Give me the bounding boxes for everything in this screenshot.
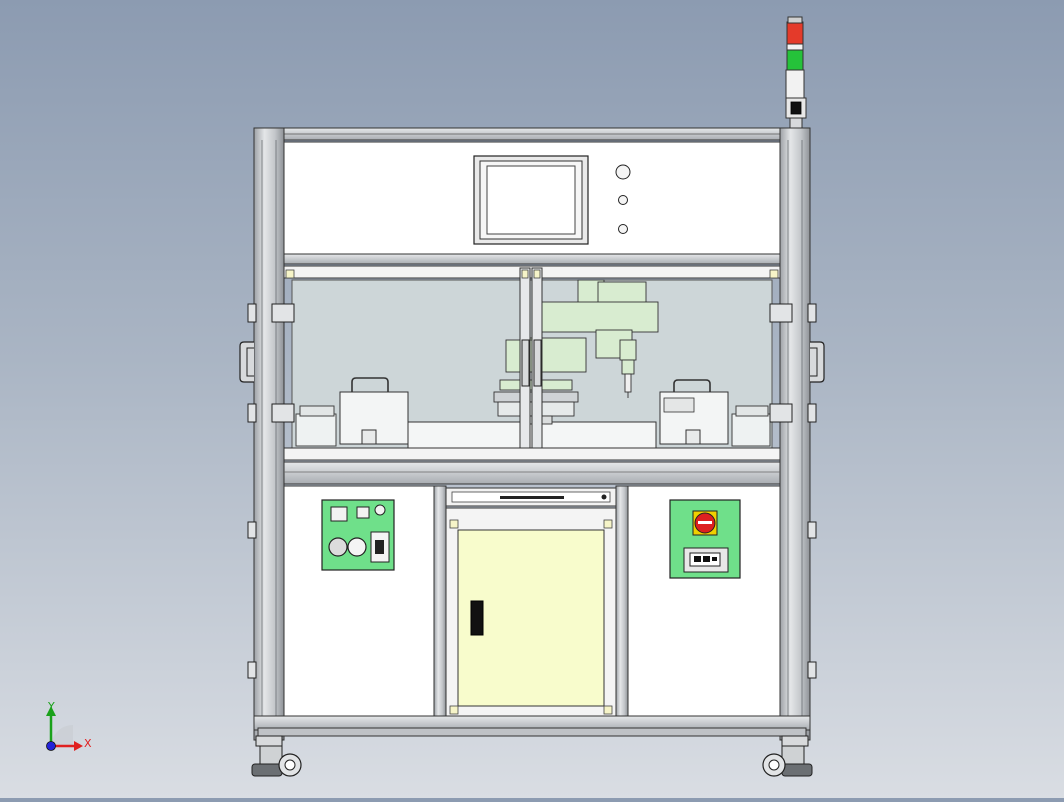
hmi-button-2[interactable] [618, 195, 628, 205]
coordinate-triad: Y X [46, 700, 92, 751]
base-plate [257, 727, 807, 737]
lower-right-panel [627, 485, 781, 717]
tower-light-green [786, 47, 804, 71]
tower-light [785, 16, 807, 131]
right-post [779, 127, 811, 741]
electrical-control-panel [321, 499, 395, 571]
hmi-button-3[interactable] [618, 224, 628, 234]
y-axis-label: Y [47, 700, 55, 713]
lower-left-panel [283, 485, 447, 717]
selector-knob[interactable] [374, 504, 386, 516]
side-handle-right[interactable] [810, 341, 825, 383]
tower-light-cap [787, 16, 803, 24]
left-fixture [295, 377, 409, 447]
key-switch-box[interactable] [683, 547, 729, 573]
caster-left [251, 735, 302, 777]
mullion-left [433, 485, 447, 717]
upper-panel [283, 141, 781, 265]
door-handle-left[interactable] [521, 339, 530, 387]
start-button[interactable] [328, 537, 348, 557]
counter-display [356, 506, 370, 519]
lower-center [445, 485, 629, 717]
left-post [253, 127, 285, 741]
mullion-right [615, 485, 629, 717]
side-handle-left[interactable] [239, 341, 254, 383]
hinges [247, 303, 817, 681]
caster-right [762, 735, 813, 777]
hmi-screen[interactable] [473, 155, 589, 245]
middle-rail [283, 461, 781, 485]
upper-panel-lip [283, 253, 781, 265]
tower-light-red [786, 21, 804, 45]
emergency-stop-button[interactable] [692, 510, 718, 536]
machine-frame [253, 127, 811, 741]
hmi-button-1[interactable] [615, 164, 631, 180]
tower-light-white [786, 43, 804, 51]
cabinet-door-handle[interactable] [470, 600, 484, 636]
tower-light-socket [790, 101, 802, 115]
window-frame-bottom [283, 447, 781, 461]
door-handle-right[interactable] [533, 339, 542, 387]
right-fixture [659, 379, 771, 447]
x-axis-label: X [84, 737, 92, 750]
tower-light-ring [785, 69, 805, 99]
power-meter [330, 506, 348, 522]
z-axis-dot [46, 741, 56, 751]
stop-button[interactable] [347, 537, 367, 557]
work-area [283, 265, 781, 461]
